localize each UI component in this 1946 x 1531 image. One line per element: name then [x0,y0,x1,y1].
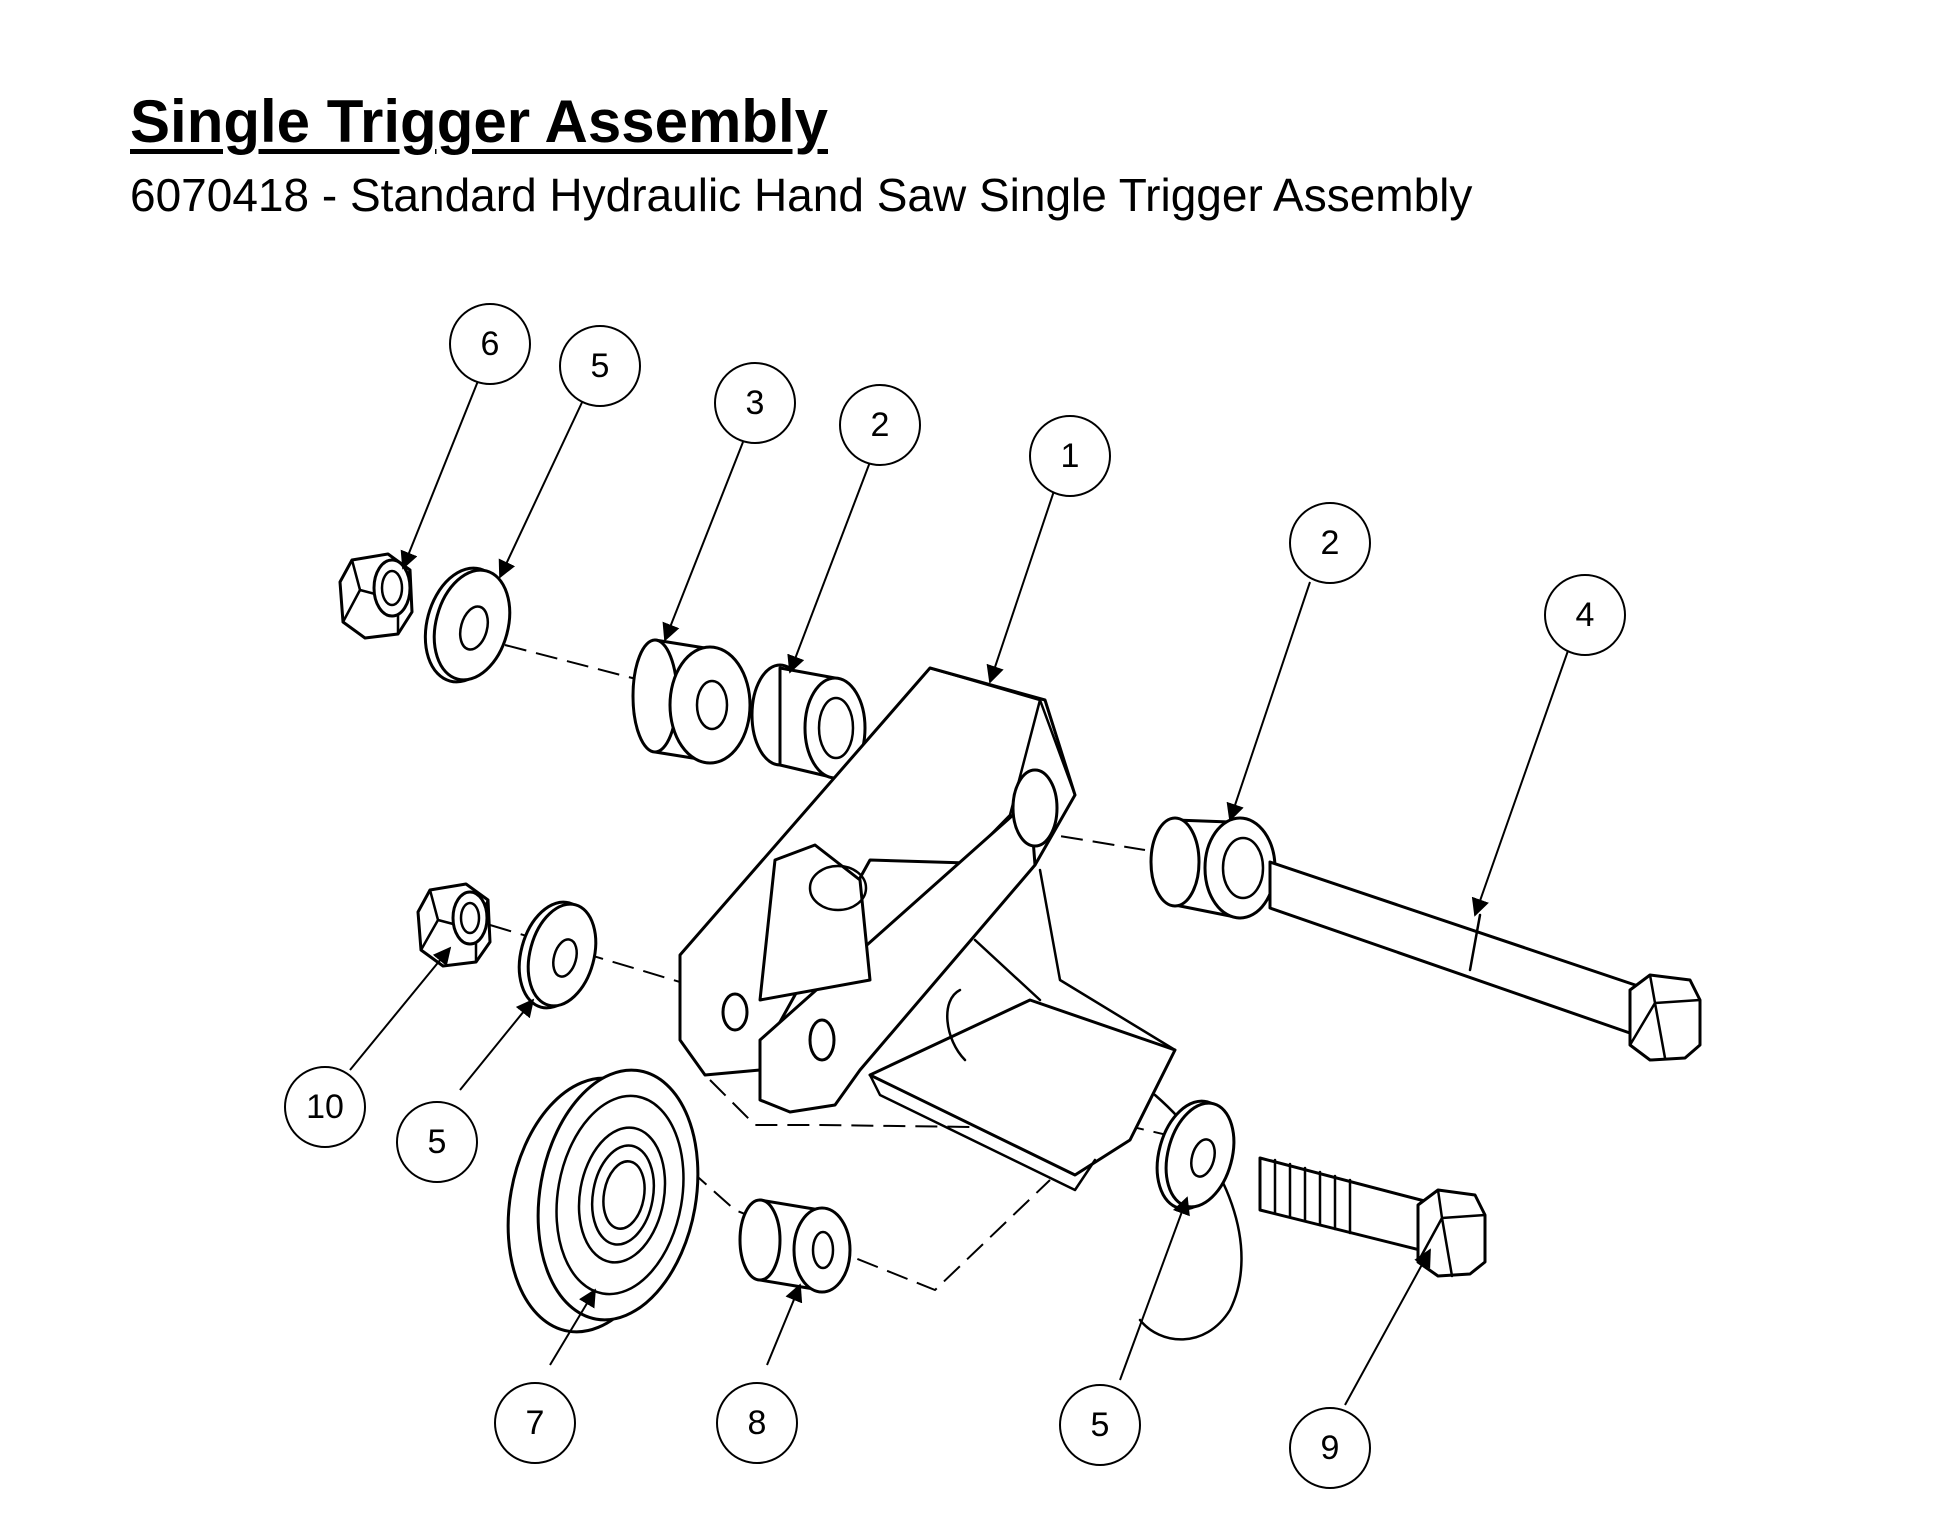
bushing-part-2-right [1149,816,1277,920]
callout-5-mid: 5 [396,1101,478,1183]
callout-2-left: 2 [839,384,921,466]
svg-text:2: 2 [1321,524,1340,562]
svg-text:2: 2 [871,406,890,444]
callout-6-top: 6 [449,303,531,385]
bearing-part-7 [506,1068,700,1334]
spacer-part-3 [631,638,752,765]
callout-8: 8 [716,1382,798,1464]
callout-7: 7 [494,1382,576,1464]
svg-text:5: 5 [428,1123,447,1161]
page-title: Single Trigger Assembly [130,88,828,155]
svg-text:1: 1 [1061,437,1080,475]
svg-text:10: 10 [306,1088,344,1126]
hex-nut-part-10 [416,882,492,968]
svg-text:4: 4 [1576,596,1595,634]
callout-5-bottom: 5 [1059,1384,1141,1466]
callout-3: 3 [714,362,796,444]
callout-2-right: 2 [1289,502,1371,584]
washer-part-5-top [423,566,512,684]
callout-5-top: 5 [559,325,641,407]
callout-1: 1 [1029,415,1111,497]
callout-9: 9 [1289,1407,1371,1489]
svg-text:6: 6 [481,325,500,363]
bushing-part-2-left [750,663,867,780]
short-bolt-part-9 [1258,1156,1487,1278]
callout-10: 10 [284,1066,366,1148]
page-subtitle: 6070418 - Standard Hydraulic Hand Saw Si… [130,169,1473,221]
washer-part-5-middle [517,900,598,1010]
svg-text:7: 7 [526,1404,545,1442]
svg-text:9: 9 [1321,1429,1340,1467]
long-bolt-part-4 [1268,860,1702,1062]
svg-text:8: 8 [748,1404,767,1442]
spacer-part-8 [738,1198,852,1294]
svg-text:5: 5 [1091,1406,1110,1444]
leader-lines [349,375,1571,1406]
svg-text:5: 5 [591,347,610,385]
callout-4: 4 [1544,574,1626,656]
svg-text:3: 3 [746,384,765,422]
hex-nut-part-6 [338,552,414,640]
washer-part-5-bottom [1155,1099,1236,1211]
